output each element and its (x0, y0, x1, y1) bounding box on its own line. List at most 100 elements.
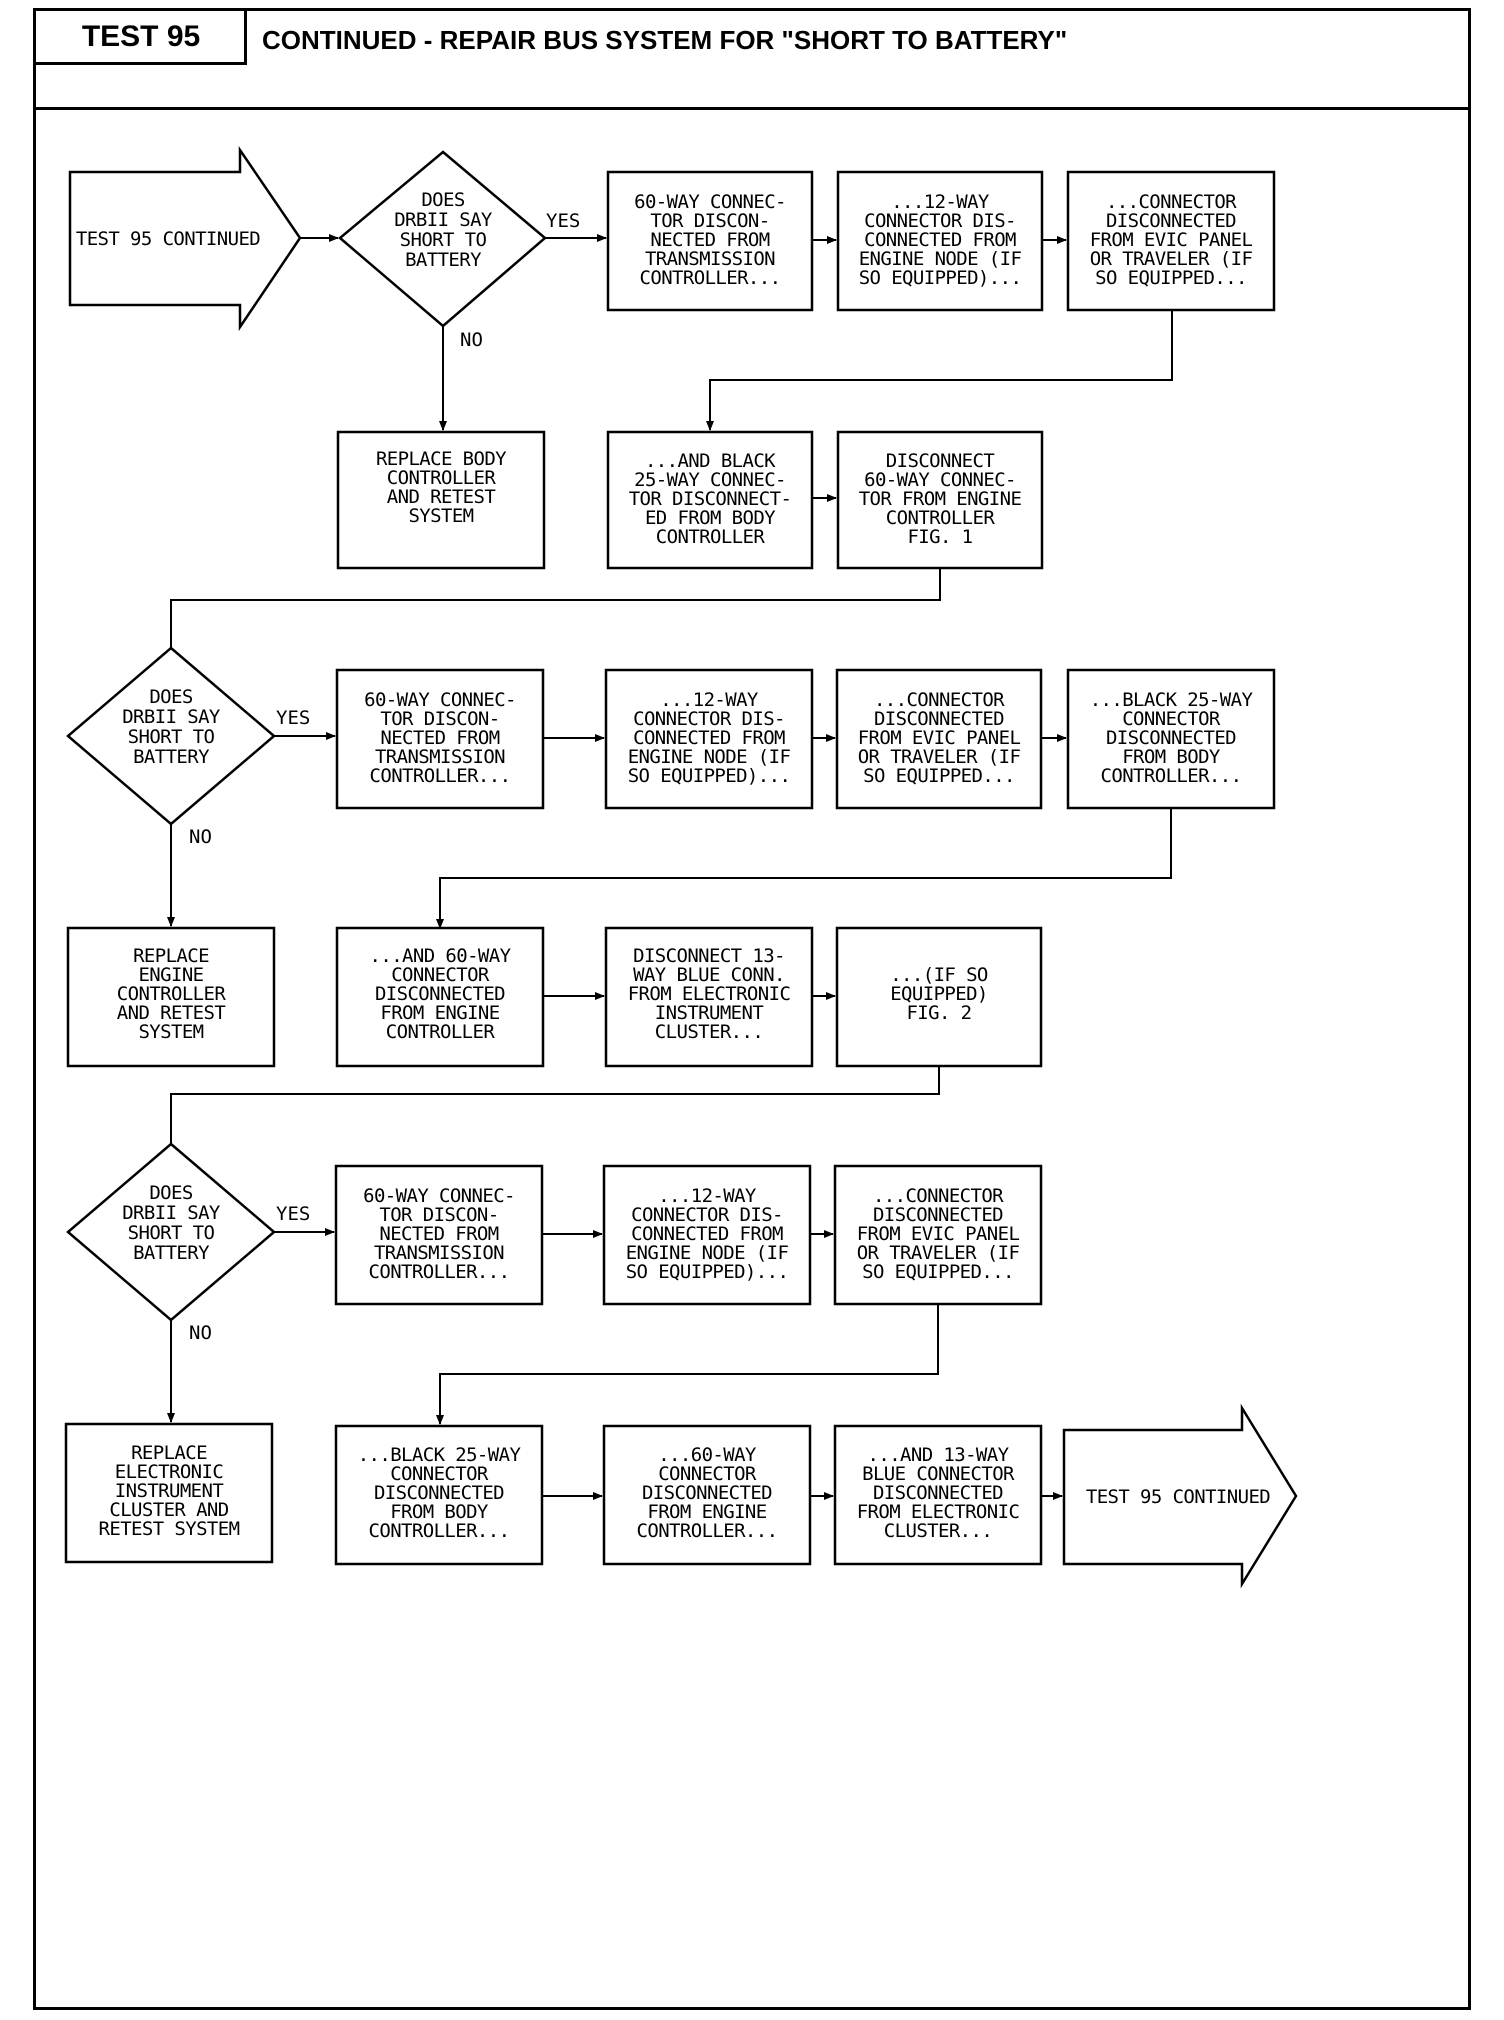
page-title: CONTINUED - REPAIR BUS SYSTEM FOR "SHORT… (262, 25, 1068, 55)
no-label: NO (189, 1322, 212, 1344)
box-text-line: ...12-WAY (891, 191, 990, 213)
box-text-line: BATTERY (133, 1242, 210, 1264)
step-box: ...CONNECTOR DISCONNECTED FROM EVIC PANE… (835, 668, 1043, 810)
shape-outline (334, 1424, 544, 1566)
box-text-line: ...AND 13-WAY (868, 1444, 1010, 1466)
shape-outline (604, 668, 814, 810)
step-box: ...CONNECTOR DISCONNECTED FROM EVIC PANE… (833, 1164, 1043, 1306)
box-text-line: OR TRAVELER (IF (858, 746, 1021, 768)
box-text-line: CONTROLLER (656, 526, 766, 548)
box-text-line: SYSTEM (138, 1021, 203, 1043)
box-text-line: DISCONNECTED (375, 983, 505, 1005)
box-text-line: BLUE CONNECTOR (862, 1463, 1015, 1485)
box-text-line: ENGINE NODE (IF (628, 746, 791, 768)
header-band (33, 8, 1471, 110)
box-text-line: 60-WAY CONNEC- (364, 689, 516, 711)
box-text-line: CONTROLLER (386, 1021, 496, 1043)
box-text-line: DISCONNECTED (642, 1482, 772, 1504)
box-text-line: DOES (149, 1182, 193, 1204)
box-text-line: DISCONNECTED (1106, 727, 1236, 749)
connector (436, 808, 1172, 929)
yes-label: YES (546, 210, 580, 232)
step-box: ...BLACK 25-WAY CONNECTOR DISCONNECTED F… (1066, 668, 1276, 810)
header-divider (244, 8, 247, 64)
box-text-line: SO EQUIPPED... (863, 765, 1015, 787)
box-text-line: TOR DISCON- (650, 210, 769, 232)
box-text-line: TOR DISCON- (379, 1204, 498, 1226)
box-text-line: ELECTRONIC (115, 1461, 223, 1483)
box-text-line: SO EQUIPPED... (862, 1261, 1014, 1283)
box-text-line: 60-WAY CONNEC- (634, 191, 786, 213)
box-text-line: CONNECTOR (658, 1463, 757, 1485)
shape-outline (606, 430, 814, 570)
start-arrow-label: TEST 95 CONTINUED (76, 228, 260, 250)
step-box: ...60-WAY CONNECTOR DISCONNECTED FROM EN… (602, 1424, 812, 1566)
box-text-line: TRANSMISSION (374, 1242, 504, 1264)
box-text-line: NECTED FROM (379, 1223, 498, 1245)
box-text-line: REPLACE (131, 1442, 207, 1464)
box-text-line: ED FROM BODY (645, 507, 776, 529)
box-text-line: DISCONNECTED (1106, 210, 1236, 232)
box-text-line: RETEST SYSTEM (99, 1518, 240, 1540)
step-box: DISCONNECT 60-WAY CONNEC- TOR FROM ENGIN… (836, 430, 1044, 570)
box-text-line: TOR DISCONNECT- (629, 488, 792, 510)
box-text-line: SHORT TO (128, 726, 215, 748)
box-text-line: CONNECTOR DIS- (631, 1204, 783, 1226)
box-text-line: FROM ENGINE (647, 1501, 766, 1523)
box-text-line: TOR DISCON- (380, 708, 499, 730)
shape-outline (1062, 1403, 1298, 1589)
decision-line-1: DOES (421, 189, 465, 211)
step-box: ...12-WAY CONNECTOR DIS- CONNECTED FROM … (602, 1164, 812, 1306)
shape-outline (336, 430, 546, 570)
decision-diamond-2: DOES DRBII SAY SHORT TO BATTERY (66, 646, 276, 826)
box-text-line: ...AND BLACK (645, 450, 776, 472)
box-text-line: BATTERY (133, 746, 210, 768)
box-text-line: CONNECTOR (1122, 708, 1221, 730)
box-text-line: DRBII SAY (122, 706, 221, 728)
decision-diamond-3: DOES DRBII SAY SHORT TO BATTERY (66, 1142, 276, 1322)
box-text-line: CONTROLLER (886, 507, 996, 529)
box-text-line: SYSTEM (408, 505, 473, 527)
box-text-line: TRANSMISSION (375, 746, 505, 768)
box-text-line: FIG. 2 (906, 1002, 971, 1024)
box-text-line: CONNECTOR (390, 1463, 489, 1485)
shape-outline (833, 1424, 1043, 1566)
box-text-line: 60-WAY CONNEC- (864, 469, 1016, 491)
box-text-line: ...60-WAY (658, 1444, 757, 1466)
shape-outline (606, 170, 814, 312)
box-text-line: DISCONNECTED (873, 1204, 1003, 1226)
box-text-line: FROM EVIC PANEL (857, 1223, 1020, 1245)
box-text-line: AND RETEST (387, 486, 496, 508)
box-text-line: CONTROLLER... (369, 1261, 510, 1283)
box-text-line: INSTRUMENT (115, 1480, 224, 1502)
no-label: NO (460, 329, 483, 351)
box-text-line: REPLACE BODY (376, 448, 507, 470)
box-text-line: 25-WAY CONNEC- (634, 469, 786, 491)
box-text-line: CONNECTED FROM (633, 727, 785, 749)
no-action-box: REPLACE ELECTRONIC INSTRUMENT CLUSTER AN… (64, 1422, 274, 1564)
box-text-line: INSTRUMENT (655, 1002, 764, 1024)
connector (436, 1304, 939, 1425)
yes-label: YES (276, 1203, 310, 1225)
box-text-line: SHORT TO (128, 1222, 215, 1244)
box-text-line: DOES (149, 686, 193, 708)
box-text-line: CONTROLLER... (370, 765, 511, 787)
no-action-box: REPLACE ENGINE CONTROLLER AND RETEST SYS… (66, 926, 276, 1068)
box-text-line: FROM EVIC PANEL (1090, 229, 1253, 251)
step-box: ...12-WAY CONNECTOR DIS- CONNECTED FROM … (836, 170, 1044, 312)
page-frame (33, 8, 1471, 2010)
box-text-line: FROM ELECTRONIC (857, 1501, 1020, 1523)
decision-line-3: SHORT TO (400, 229, 487, 251)
shape-outline (64, 1422, 274, 1564)
connector (170, 1066, 940, 1144)
box-text-line: ...12-WAY (658, 1185, 757, 1207)
box-text-line: NECTED FROM (650, 229, 769, 251)
box-text-line: CONTROLLER... (369, 1520, 510, 1542)
box-text-line: SO EQUIPPED)... (859, 267, 1022, 289)
box-text-line: ...BLACK 25-WAY (358, 1444, 522, 1466)
step-box: ...AND 60-WAY CONNECTOR DISCONNECTED FRO… (335, 926, 545, 1068)
box-text-line: OR TRAVELER (IF (1090, 248, 1253, 270)
step-box: 60-WAY CONNEC- TOR DISCON- NECTED FROM T… (335, 668, 545, 810)
test-id-underline (33, 62, 247, 65)
